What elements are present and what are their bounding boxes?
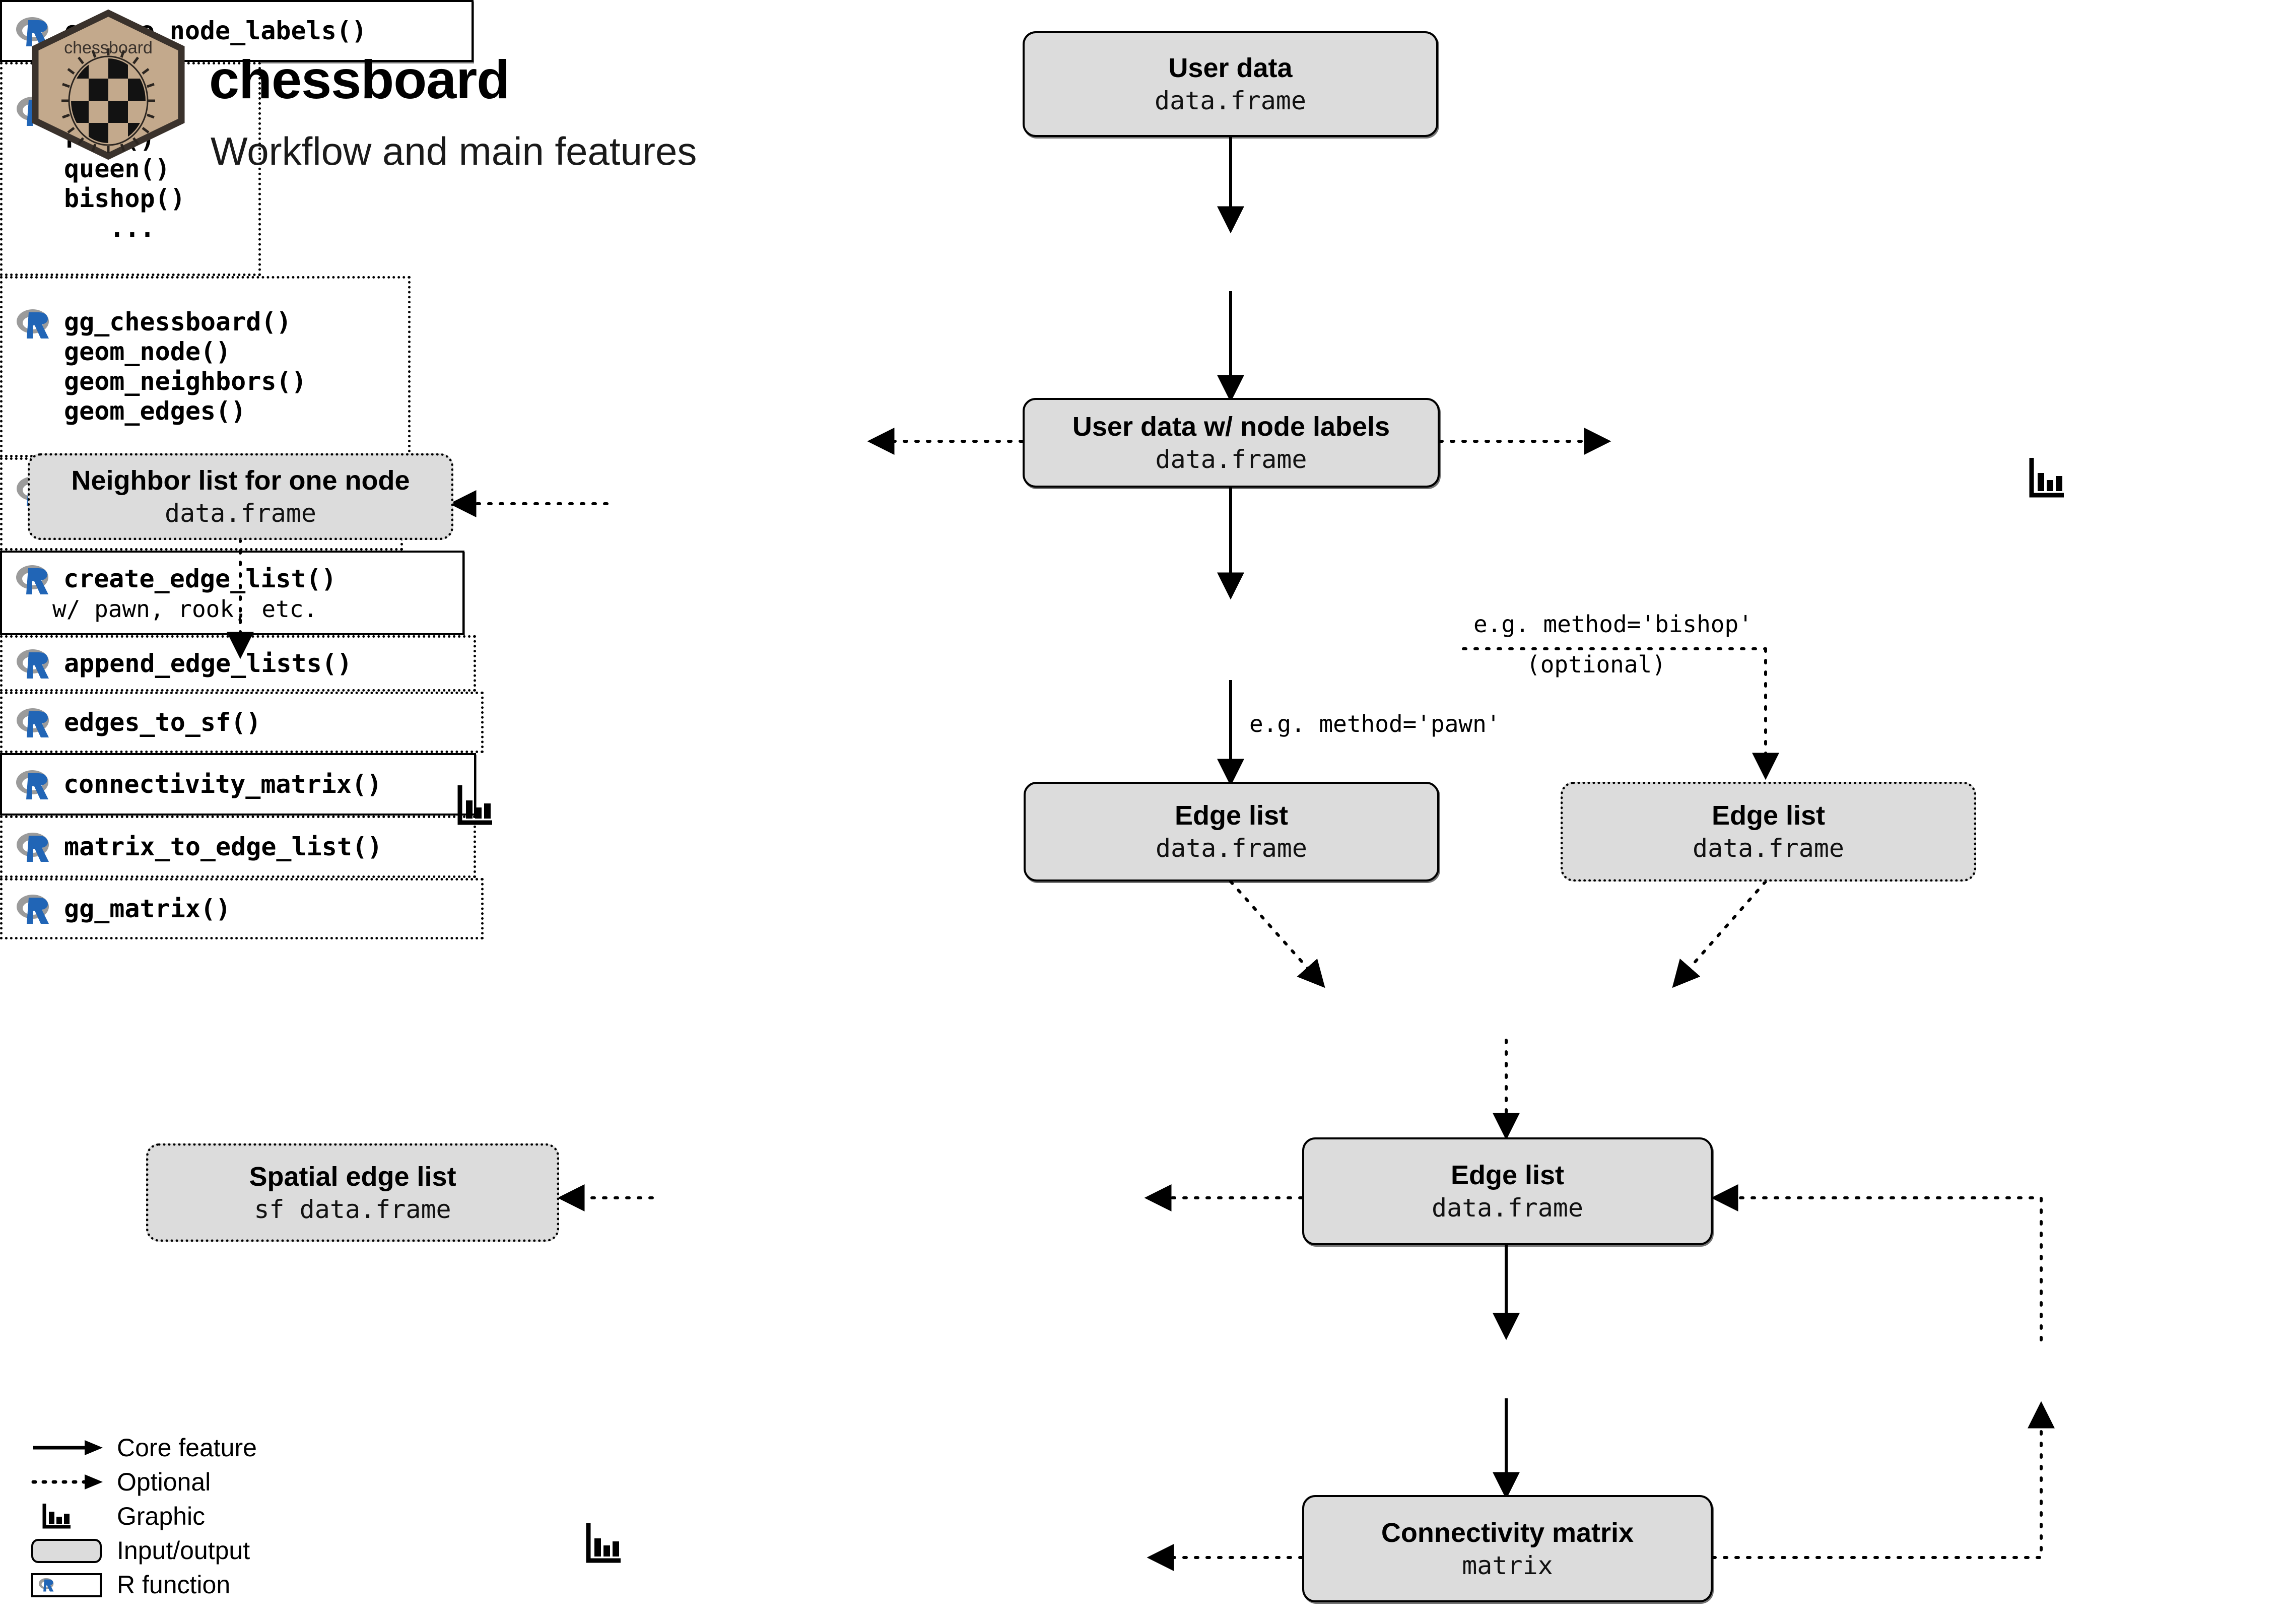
dotted-arrow-icon [30,1467,106,1497]
fn-sublabel: w/ pawn, rook, etc. [52,595,318,623]
fn-label: matrix_to_edge_list() [64,832,383,861]
fn-label: gg_chessboard() geom_node() geom_neighbo… [64,307,307,426]
fn-label: gg_matrix() [64,894,231,923]
node-spatial-edge-list: Spatial edge list sf data.frame [146,1143,559,1242]
fn-label: create_edge_list() [63,564,337,594]
edge-label-bishop: e.g. method='bishop' [1473,611,1753,638]
fn-matrix-to-edge-list[interactable]: matrix_to_edge_list() [0,816,476,878]
node-title: Spatial edge list [249,1161,456,1192]
legend-label: Optional [117,1468,211,1496]
node-subtitle: data.frame [1155,834,1308,863]
legend-item-r-function: R function [30,1568,257,1602]
graphic-icon [457,785,492,825]
legend: Core feature Optional [30,1431,257,1602]
fn-label: append_edge_lists() [64,648,352,678]
node-neighbor-list: Neighbor list for one node data.frame [28,453,453,540]
page-title: chessboard [209,49,510,110]
fn-edges-to-sf[interactable]: edges_to_sf() [0,692,484,753]
fn-label: connectivity_matrix() [63,769,382,799]
r-logo-icon [15,768,52,800]
node-title: Connectivity matrix [1381,1517,1634,1548]
fn-connectivity-matrix[interactable]: connectivity_matrix() [0,753,476,816]
io-box-icon [30,1536,106,1565]
r-logo-icon [16,706,53,738]
legend-label: Core feature [117,1434,257,1462]
r-logo-icon [16,893,53,925]
r-logo-icon [15,15,52,47]
r-logo-icon [16,307,53,340]
node-edge-list-main: Edge list data.frame [1302,1137,1713,1245]
graphic-icon [2029,458,2064,498]
node-title: Edge list [1450,1160,1565,1191]
solid-arrow-icon [30,1433,106,1462]
node-title: User data [1168,53,1293,84]
r-logo-icon [16,831,53,863]
edge-label-optional: (optional) [1526,651,1666,678]
node-subtitle: data.frame [164,499,317,528]
graphic-icon [30,1502,106,1531]
node-edge-list-pawn: Edge list data.frame [1024,782,1439,882]
node-subtitle: data.frame [1692,834,1845,863]
chessboard-logo: chessboard [32,9,185,160]
fn-create-edge-list[interactable]: create_edge_list() w/ pawn, rook, etc. [0,551,464,635]
node-subtitle: data.frame [1154,86,1307,116]
node-subtitle: data.frame [1431,1193,1584,1223]
legend-item-input-output: Input/output [30,1533,257,1568]
fn-label: edges_to_sf() [64,707,261,737]
fn-gg-matrix[interactable]: gg_matrix() [0,878,484,939]
legend-label: Graphic [117,1502,206,1530]
r-logo-icon [16,647,53,680]
legend-item-optional: Optional [30,1465,257,1499]
r-logo-icon [15,563,52,595]
r-function-icon [30,1570,106,1599]
node-subtitle: matrix [1462,1550,1553,1580]
legend-label: Input/output [117,1536,250,1565]
page-subtitle: Workflow and main features [211,129,697,173]
node-title: User data w/ node labels [1072,412,1390,442]
node-connectivity-matrix: Connectivity matrix matrix [1302,1495,1713,1602]
node-user-data-with-labels: User data w/ node labels data.frame [1023,398,1440,488]
legend-item-core-feature: Core feature [30,1431,257,1465]
node-title: Neighbor list for one node [71,465,410,496]
node-edge-list-bishop: Edge list data.frame [1561,782,1976,882]
fn-gg-chessboard-neighbors[interactable]: gg_chessboard() geom_node() geom_neighbo… [0,276,411,457]
node-title: Edge list [1711,800,1826,831]
graphic-icon [586,1523,621,1563]
node-subtitle: sf data.frame [254,1194,451,1224]
legend-item-graphic: Graphic [30,1499,257,1533]
node-title: Edge list [1174,800,1289,831]
edge-label-pawn: e.g. method='pawn' [1249,710,1501,737]
legend-label: R function [117,1571,231,1599]
fn-append-edge-lists[interactable]: append_edge_lists() [0,635,476,692]
node-subtitle: data.frame [1155,445,1307,475]
node-user-data: User data data.frame [1023,31,1438,137]
